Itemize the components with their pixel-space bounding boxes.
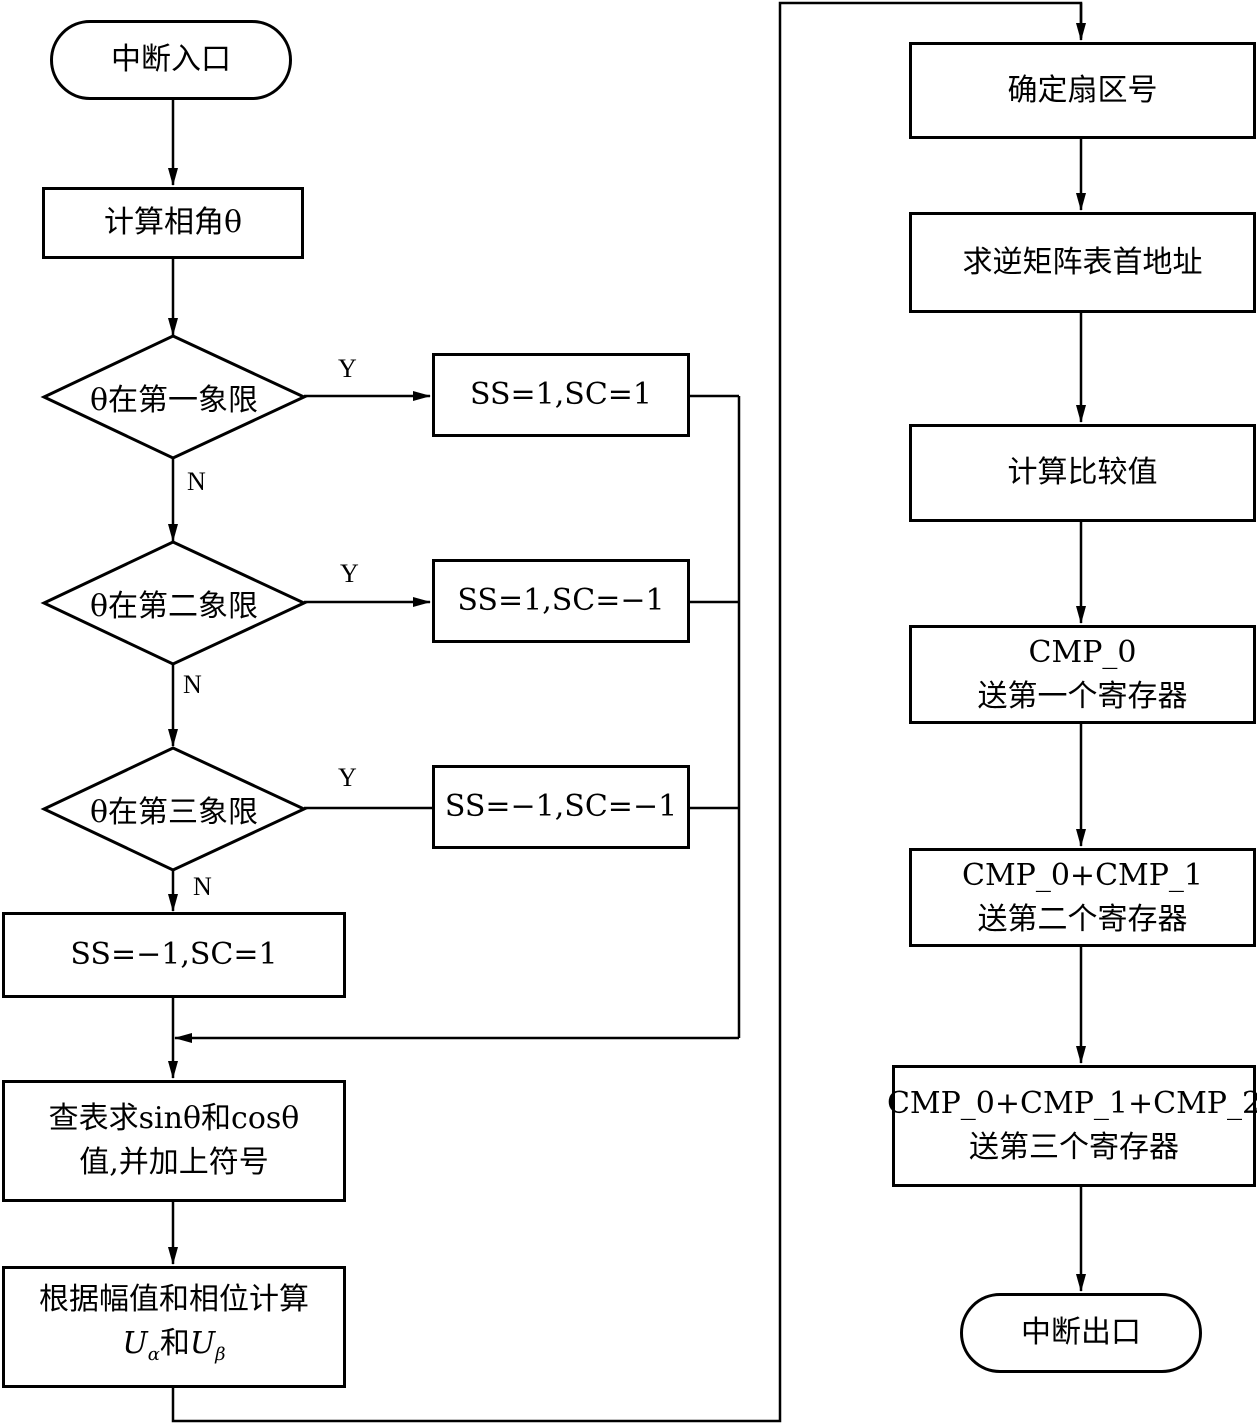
- no-label-q3: N: [193, 872, 212, 901]
- yes-label-q1: Y: [338, 354, 357, 383]
- start-terminal: 中断入口: [50, 20, 292, 100]
- compare-value-label: 计算比较值: [1007, 455, 1158, 490]
- u-beta-symbol: U: [189, 1325, 216, 1361]
- register3-line1: CMP_0+CMP_1+CMP_2: [886, 1086, 1257, 1121]
- u-alpha-symbol: U: [122, 1325, 148, 1361]
- compute-line2-and: 和: [159, 1325, 190, 1361]
- register3-box: CMP_0+CMP_1+CMP_2 送第三个寄存器: [887, 1065, 1257, 1187]
- calc-phase-box: 计算相角θ: [42, 187, 304, 259]
- decision-q3-text: θ在第三象限: [44, 784, 304, 834]
- register2-line2: 送第二个寄存器: [977, 901, 1188, 937]
- assign-q2-box: SS=1,SC=−1: [432, 559, 690, 643]
- compute-line2: Uα和Uβ: [122, 1322, 225, 1377]
- alpha-subscript: α: [147, 1343, 160, 1365]
- compare-value-box: 计算比较值: [909, 424, 1256, 522]
- register1-line1: CMP_0: [1028, 634, 1137, 670]
- compute-box: 根据幅值和相位计算 Uα和Uβ: [2, 1266, 346, 1388]
- sector-box: 确定扇区号: [909, 42, 1256, 139]
- decision-q2-label: θ在第二象限: [89, 589, 259, 624]
- yes-label-q2: Y: [340, 559, 359, 588]
- lookup-box: 查表求sinθ和cosθ 值,并加上符号: [2, 1080, 346, 1202]
- diamond-q1: [40, 334, 308, 460]
- register1-line2: 送第一个寄存器: [977, 678, 1188, 714]
- inverse-matrix-label: 求逆矩阵表首地址: [962, 244, 1203, 280]
- compute-line1: 根据幅值和相位计算: [39, 1281, 309, 1317]
- no-label-q2: N: [183, 670, 202, 699]
- start-label: 中断入口: [111, 42, 231, 77]
- register2-box: CMP_0+CMP_1 送第二个寄存器: [909, 848, 1256, 947]
- diamond-q3: [40, 746, 308, 872]
- assign-q3-box: SS=−1,SC=−1: [432, 765, 690, 849]
- beta-subscript: β: [215, 1343, 226, 1365]
- calc-phase-label: 计算相角θ: [103, 205, 243, 240]
- assign-q3-label: SS=−1,SC=−1: [444, 789, 678, 824]
- assign-q4-box: SS=−1,SC=1: [2, 912, 346, 998]
- assign-q2-label: SS=1,SC=−1: [457, 583, 665, 618]
- end-terminal: 中断出口: [960, 1293, 1202, 1373]
- diamond-q2: [40, 540, 308, 666]
- sector-label: 确定扇区号: [1007, 72, 1158, 108]
- no-label-q1: N: [187, 467, 206, 496]
- inverse-matrix-box: 求逆矩阵表首地址: [909, 212, 1256, 313]
- assign-q1-label: SS=1,SC=1: [469, 377, 653, 412]
- register2-line1: CMP_0+CMP_1: [961, 857, 1204, 893]
- lookup-line2: 值,并加上符号: [79, 1145, 269, 1180]
- decision-q1-text: θ在第一象限: [44, 372, 304, 422]
- assign-q4-label: SS=−1,SC=1: [70, 937, 278, 972]
- decision-q3-label: θ在第三象限: [89, 795, 259, 830]
- lookup-line1: 查表求sinθ和cosθ: [48, 1101, 300, 1136]
- assign-q1-box: SS=1,SC=1: [432, 353, 690, 437]
- end-label: 中断出口: [1021, 1315, 1141, 1350]
- decision-q1-label: θ在第一象限: [89, 383, 259, 418]
- decision-q2-text: θ在第二象限: [44, 578, 304, 628]
- register3-line2: 送第三个寄存器: [969, 1130, 1179, 1165]
- yes-label-q3: Y: [338, 763, 357, 792]
- register1-box: CMP_0 送第一个寄存器: [909, 625, 1256, 724]
